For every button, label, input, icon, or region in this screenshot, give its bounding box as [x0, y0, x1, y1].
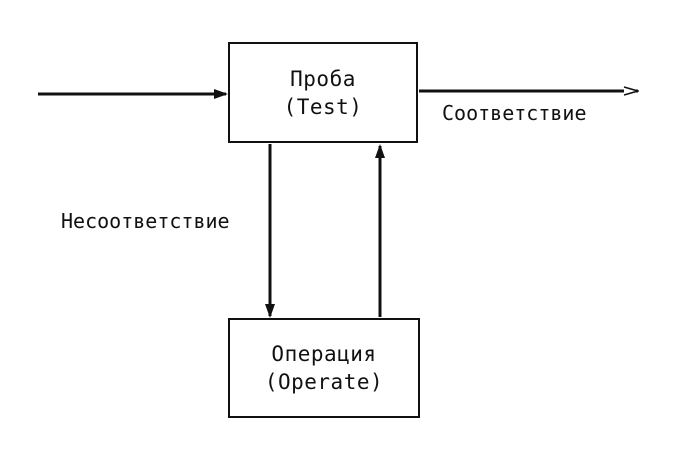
test-box-subtitle: (Test)	[283, 94, 363, 119]
test-box: Проба (Test)	[228, 42, 418, 143]
test-box-title: Проба	[290, 66, 356, 91]
mismatch-label: Несоответствие	[61, 209, 230, 233]
match-label: Соответствие	[442, 101, 587, 125]
operate-box: Операция (Operate)	[228, 318, 420, 418]
operate-box-title: Операция	[271, 342, 377, 366]
operate-box-subtitle: (Operate)	[264, 370, 384, 394]
